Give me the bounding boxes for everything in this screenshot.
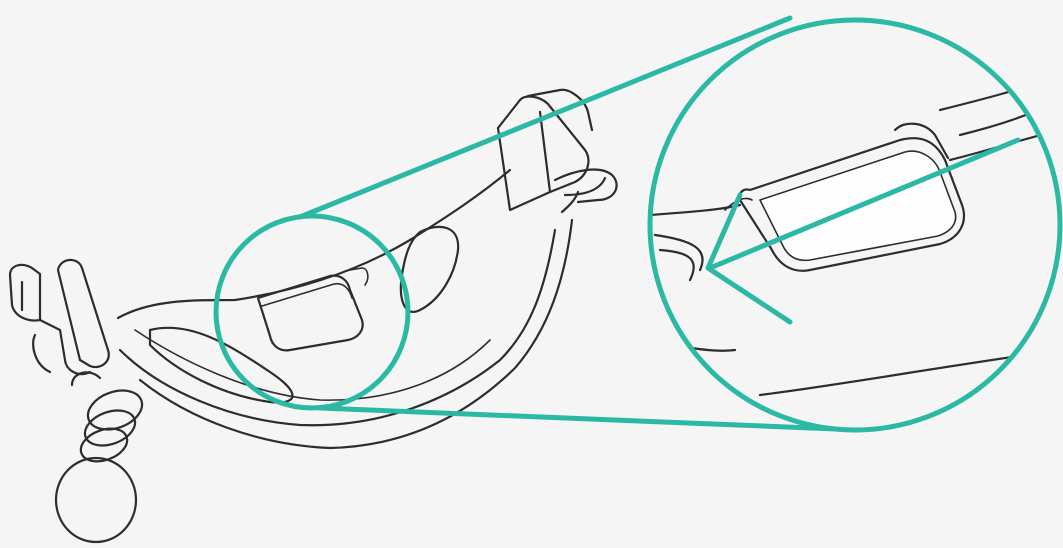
key-ring <box>56 384 147 542</box>
magnified-view <box>650 20 1060 430</box>
callout <box>216 18 1060 430</box>
right-buckle <box>498 90 617 212</box>
slider-small <box>258 268 368 350</box>
small-callout-circle <box>216 216 408 408</box>
strap <box>118 170 572 448</box>
left-buckle <box>10 260 109 385</box>
